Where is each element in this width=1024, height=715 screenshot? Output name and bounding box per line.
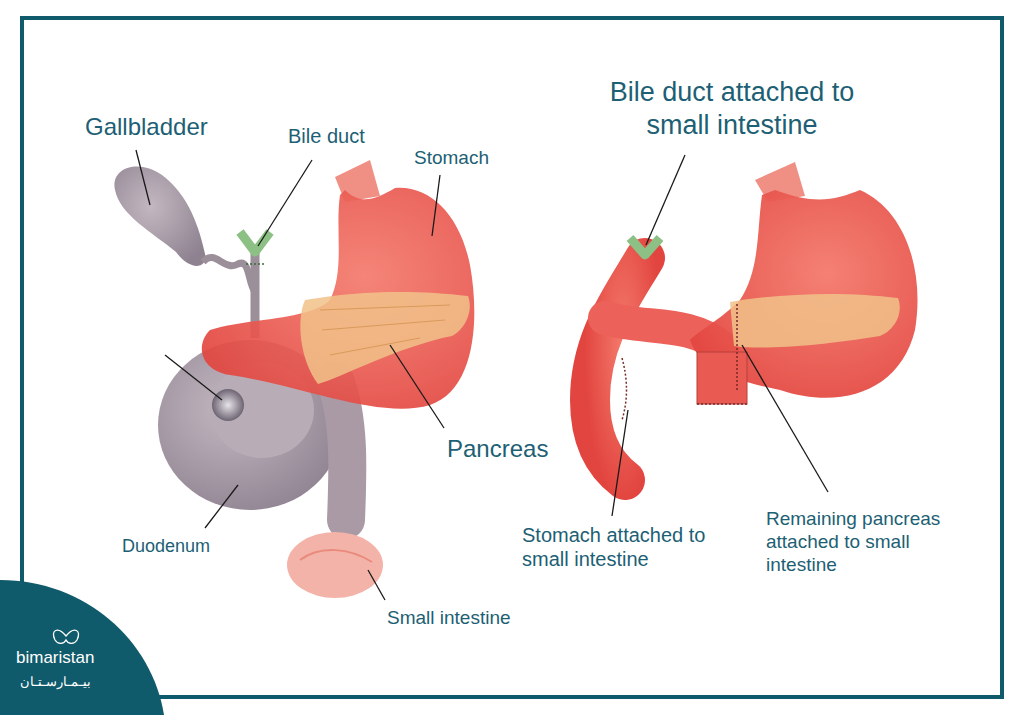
logo-icon	[53, 630, 78, 643]
after-anatomy	[590, 162, 918, 480]
part-label: Stomach	[414, 146, 489, 169]
part-label: Gallbladder	[85, 112, 208, 141]
logo-text: bimaristan	[16, 648, 94, 669]
part-label: Pancreas	[447, 434, 548, 463]
logo-blob	[0, 580, 164, 715]
leader-line	[742, 345, 828, 492]
leader-line	[390, 345, 444, 428]
before-anatomy	[114, 160, 474, 598]
duct-anastomosis	[630, 238, 660, 255]
frame	[22, 18, 1002, 697]
intestine-fold	[300, 550, 372, 562]
part-label: Bile duct	[288, 124, 365, 148]
part-label: Stomach attached to small intestine	[522, 523, 752, 572]
part-label: Remaining pancreas attached to small int…	[766, 507, 981, 577]
leader-line	[432, 175, 440, 236]
suture	[736, 304, 738, 390]
intestine-loop	[287, 532, 383, 598]
cystic-duct	[203, 258, 255, 292]
leader-line	[205, 485, 238, 528]
pancreas-texture	[320, 305, 450, 355]
leader-line	[165, 355, 222, 400]
pancreatic-loop	[697, 352, 747, 404]
part-label: Small intestine	[387, 606, 511, 629]
cut-line	[246, 263, 264, 265]
pancreas-remnant	[730, 294, 900, 348]
leader-line	[368, 570, 385, 600]
leader-line	[258, 160, 312, 246]
leader-line	[136, 150, 150, 205]
heading-label: Bile duct attached to small intestine	[582, 76, 882, 142]
tumor	[212, 389, 244, 421]
leader-line	[612, 410, 628, 516]
pancreas-shape	[300, 292, 469, 384]
suture	[622, 358, 627, 420]
gallbladder-shape	[114, 166, 206, 266]
leader-lines	[136, 150, 828, 600]
suture	[697, 403, 747, 405]
logo-text: بيـمـارسـتـان	[20, 674, 91, 690]
part-label: Duodenum	[122, 536, 210, 558]
leader-line	[646, 155, 685, 245]
jejunum-tube	[590, 258, 645, 480]
